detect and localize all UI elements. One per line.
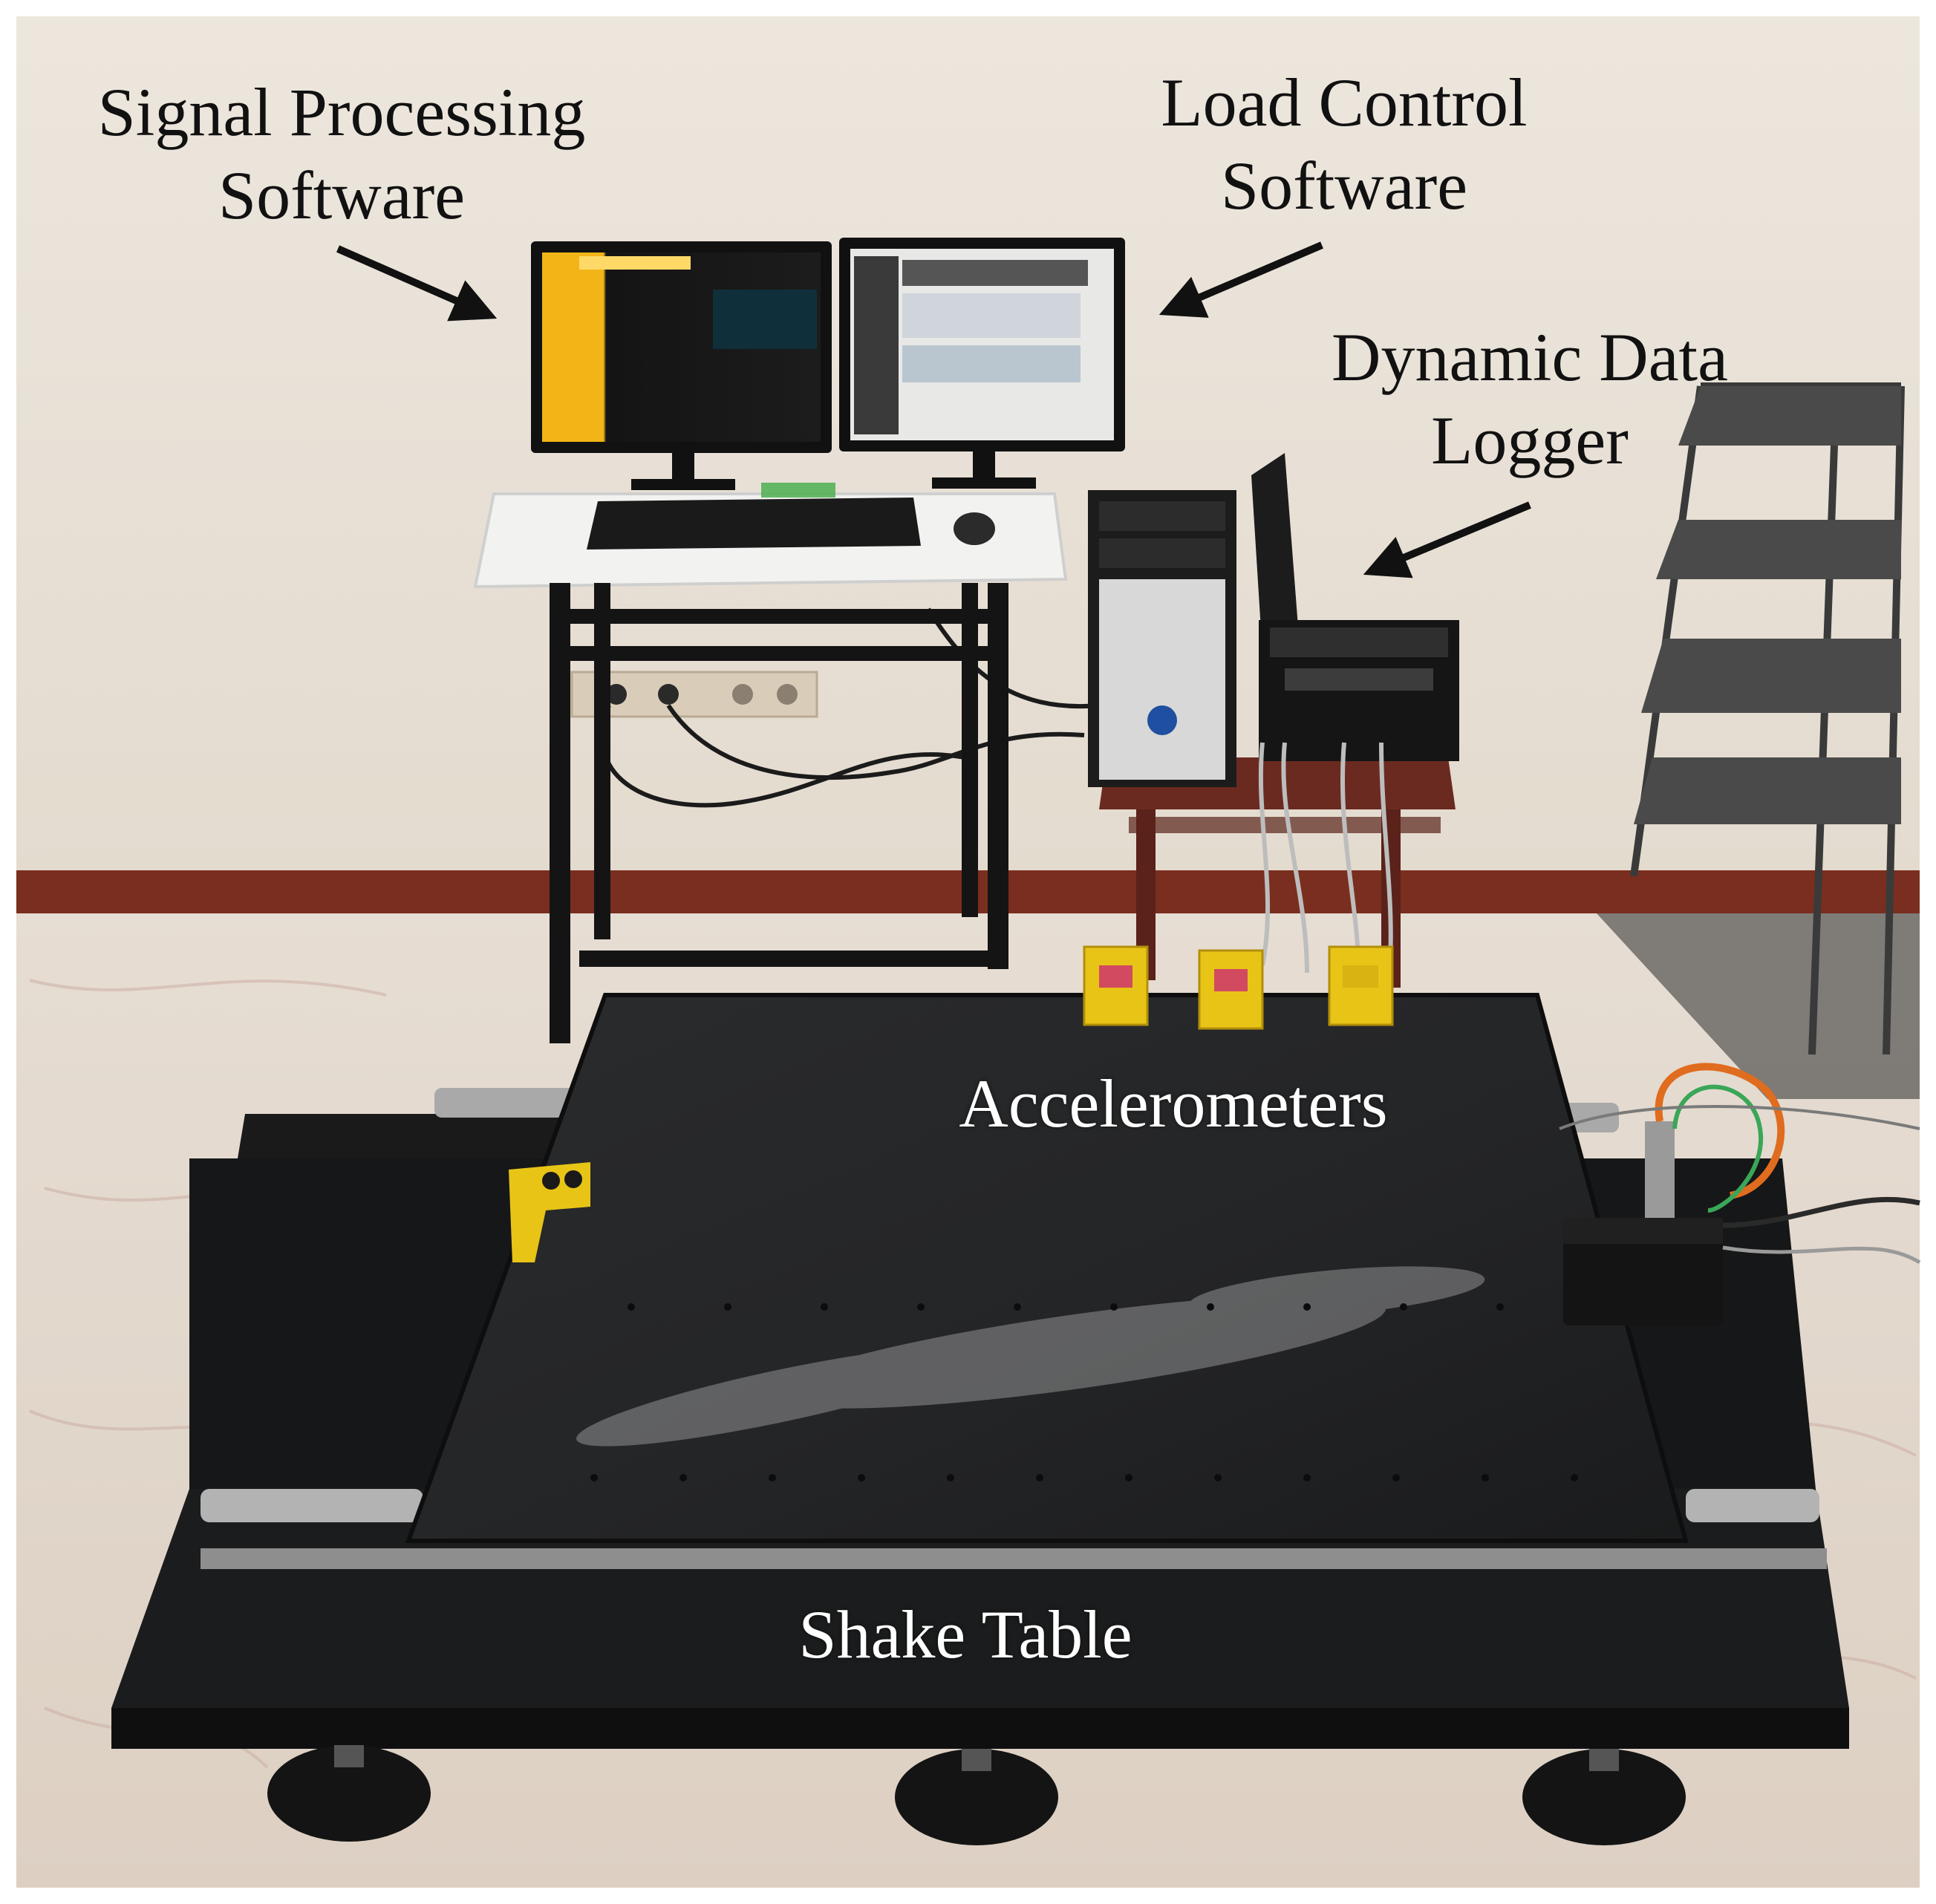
accelerometer (1083, 945, 1149, 1026)
desktop-pc-tower (1088, 490, 1236, 787)
label-load-control-software: Load Control Software (1114, 61, 1574, 227)
motor-cables (1559, 1063, 1921, 1265)
label-signal-processing-software: Signal Processing Software (74, 71, 609, 237)
keyboard (587, 498, 921, 550)
mouse (954, 512, 995, 545)
wall-socket-strip (570, 671, 818, 718)
label-line: Dynamic Data (1332, 319, 1728, 395)
arrow-signal-processing (336, 245, 498, 322)
label-line: Software (218, 157, 466, 233)
usb-hub (761, 483, 835, 498)
data-logger-case (1251, 453, 1459, 761)
label-line: Signal Processing (97, 74, 586, 150)
plate-dust (576, 1266, 1485, 1447)
caster-wheel (1522, 1749, 1686, 1845)
actuator-motor (1563, 1121, 1723, 1326)
shelf-boards (1634, 386, 1901, 824)
label-line: Accelerometers (959, 1066, 1388, 1141)
side-table (1099, 757, 1456, 988)
left-monitor (531, 241, 832, 490)
arrow-load-control (1158, 241, 1323, 318)
socket (606, 684, 627, 705)
label-dynamic-data-logger: Dynamic Data Logger (1292, 316, 1767, 482)
accelerometer (1198, 949, 1264, 1030)
label-line: Shake Table (798, 1597, 1132, 1672)
label-line: Load Control (1161, 65, 1528, 140)
plate-bolt-holes (590, 1303, 1578, 1481)
label-line: Software (1220, 148, 1468, 224)
label-accelerometers: Accelerometers (921, 1062, 1426, 1145)
caster-wheel (267, 1745, 431, 1842)
label-line: Logger (1431, 402, 1629, 478)
socket (777, 684, 798, 705)
shelf-shadow (1597, 913, 1920, 1099)
right-monitor (839, 238, 1125, 489)
socket (658, 684, 679, 705)
arrow-data-logger (1363, 501, 1531, 578)
socket (732, 684, 753, 705)
accelerometer (1328, 945, 1394, 1026)
caster-wheel (895, 1749, 1058, 1845)
label-shake-table: Shake Table (757, 1593, 1173, 1676)
